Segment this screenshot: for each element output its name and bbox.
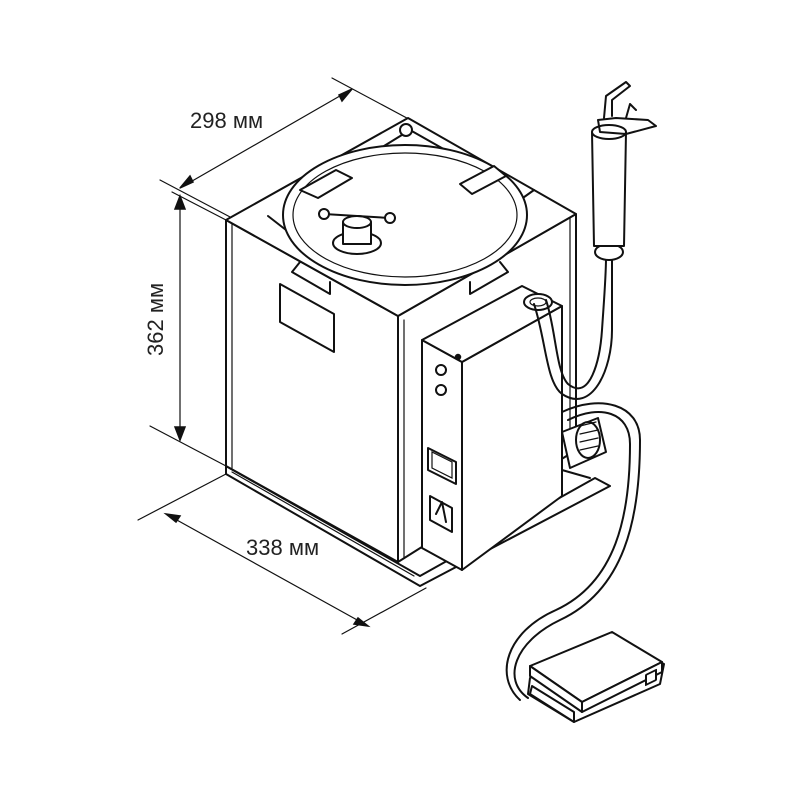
control-display [427,447,457,485]
width-extension-line-right [341,587,427,635]
spray-gun [591,81,657,261]
depth-extension-line-right [331,77,419,125]
power-switch[interactable] [429,495,453,533]
connector-base [561,469,591,479]
lid-frame-lines [267,189,535,295]
width-dimension: 338 мм [137,473,427,635]
height-label: 362 мм [143,283,168,356]
depth-dimension-line [179,88,353,189]
lid-tab-right [459,165,507,195]
valve-handle [323,213,391,219]
width-arrow-right [352,616,371,628]
width-arrow-left [163,512,182,524]
foot-pedal-top-side [581,661,663,713]
pedal-hose-inner [505,411,631,701]
lid-tab-left [299,169,353,199]
spray-gun-barrel[interactable] [591,131,627,247]
foot-pedal-connector [645,668,657,687]
foot-pedal-base-side [529,685,575,723]
pedal-hose [505,402,641,701]
tank-label-plate [279,283,335,353]
spray-gun-trigger [625,103,637,119]
base-plate-rim [225,465,611,587]
control-display-screen [431,451,453,479]
pedal-hose-outer [513,402,641,699]
spray-gun-head [597,117,657,135]
gun-hose-inner [533,257,613,400]
control-box [421,285,563,571]
foot-pedal[interactable] [527,631,665,723]
valve-cap [342,215,372,229]
depth-label: 298 мм [190,108,263,133]
depth-extension-line-left [159,179,233,219]
indicator-lamp-1 [435,364,447,376]
width-dimension-line [165,513,369,627]
lid-disc-inner [292,152,518,278]
tank-lid [267,123,535,295]
width-label: 338 мм [246,535,319,560]
width-extension-line-left [137,473,227,521]
power-switch-rocker [435,501,447,523]
spray-gun-nozzle [603,81,631,119]
valve-handle-knob-left [318,208,330,220]
depth-dimension: 298 мм [159,77,419,219]
side-connector [561,417,607,479]
lid-mount-hole [399,123,413,137]
height-arrow-top [173,193,187,210]
connector-thread [579,421,599,451]
control-box-hose-port [523,293,553,311]
indicator-lamp-2 [435,384,447,396]
depth-arrow-right [337,88,353,103]
height-extension-line-bottom [149,425,227,467]
gun-hose-outer [545,257,607,390]
gun-hose [533,257,613,400]
height-dimension: 362 мм [143,191,227,467]
depth-arrow-left [179,174,195,189]
control-box-screw [454,353,462,361]
base-plate-edge-line [231,471,415,577]
height-arrow-bottom [173,426,187,443]
valve-handle-knob-right [384,212,396,224]
